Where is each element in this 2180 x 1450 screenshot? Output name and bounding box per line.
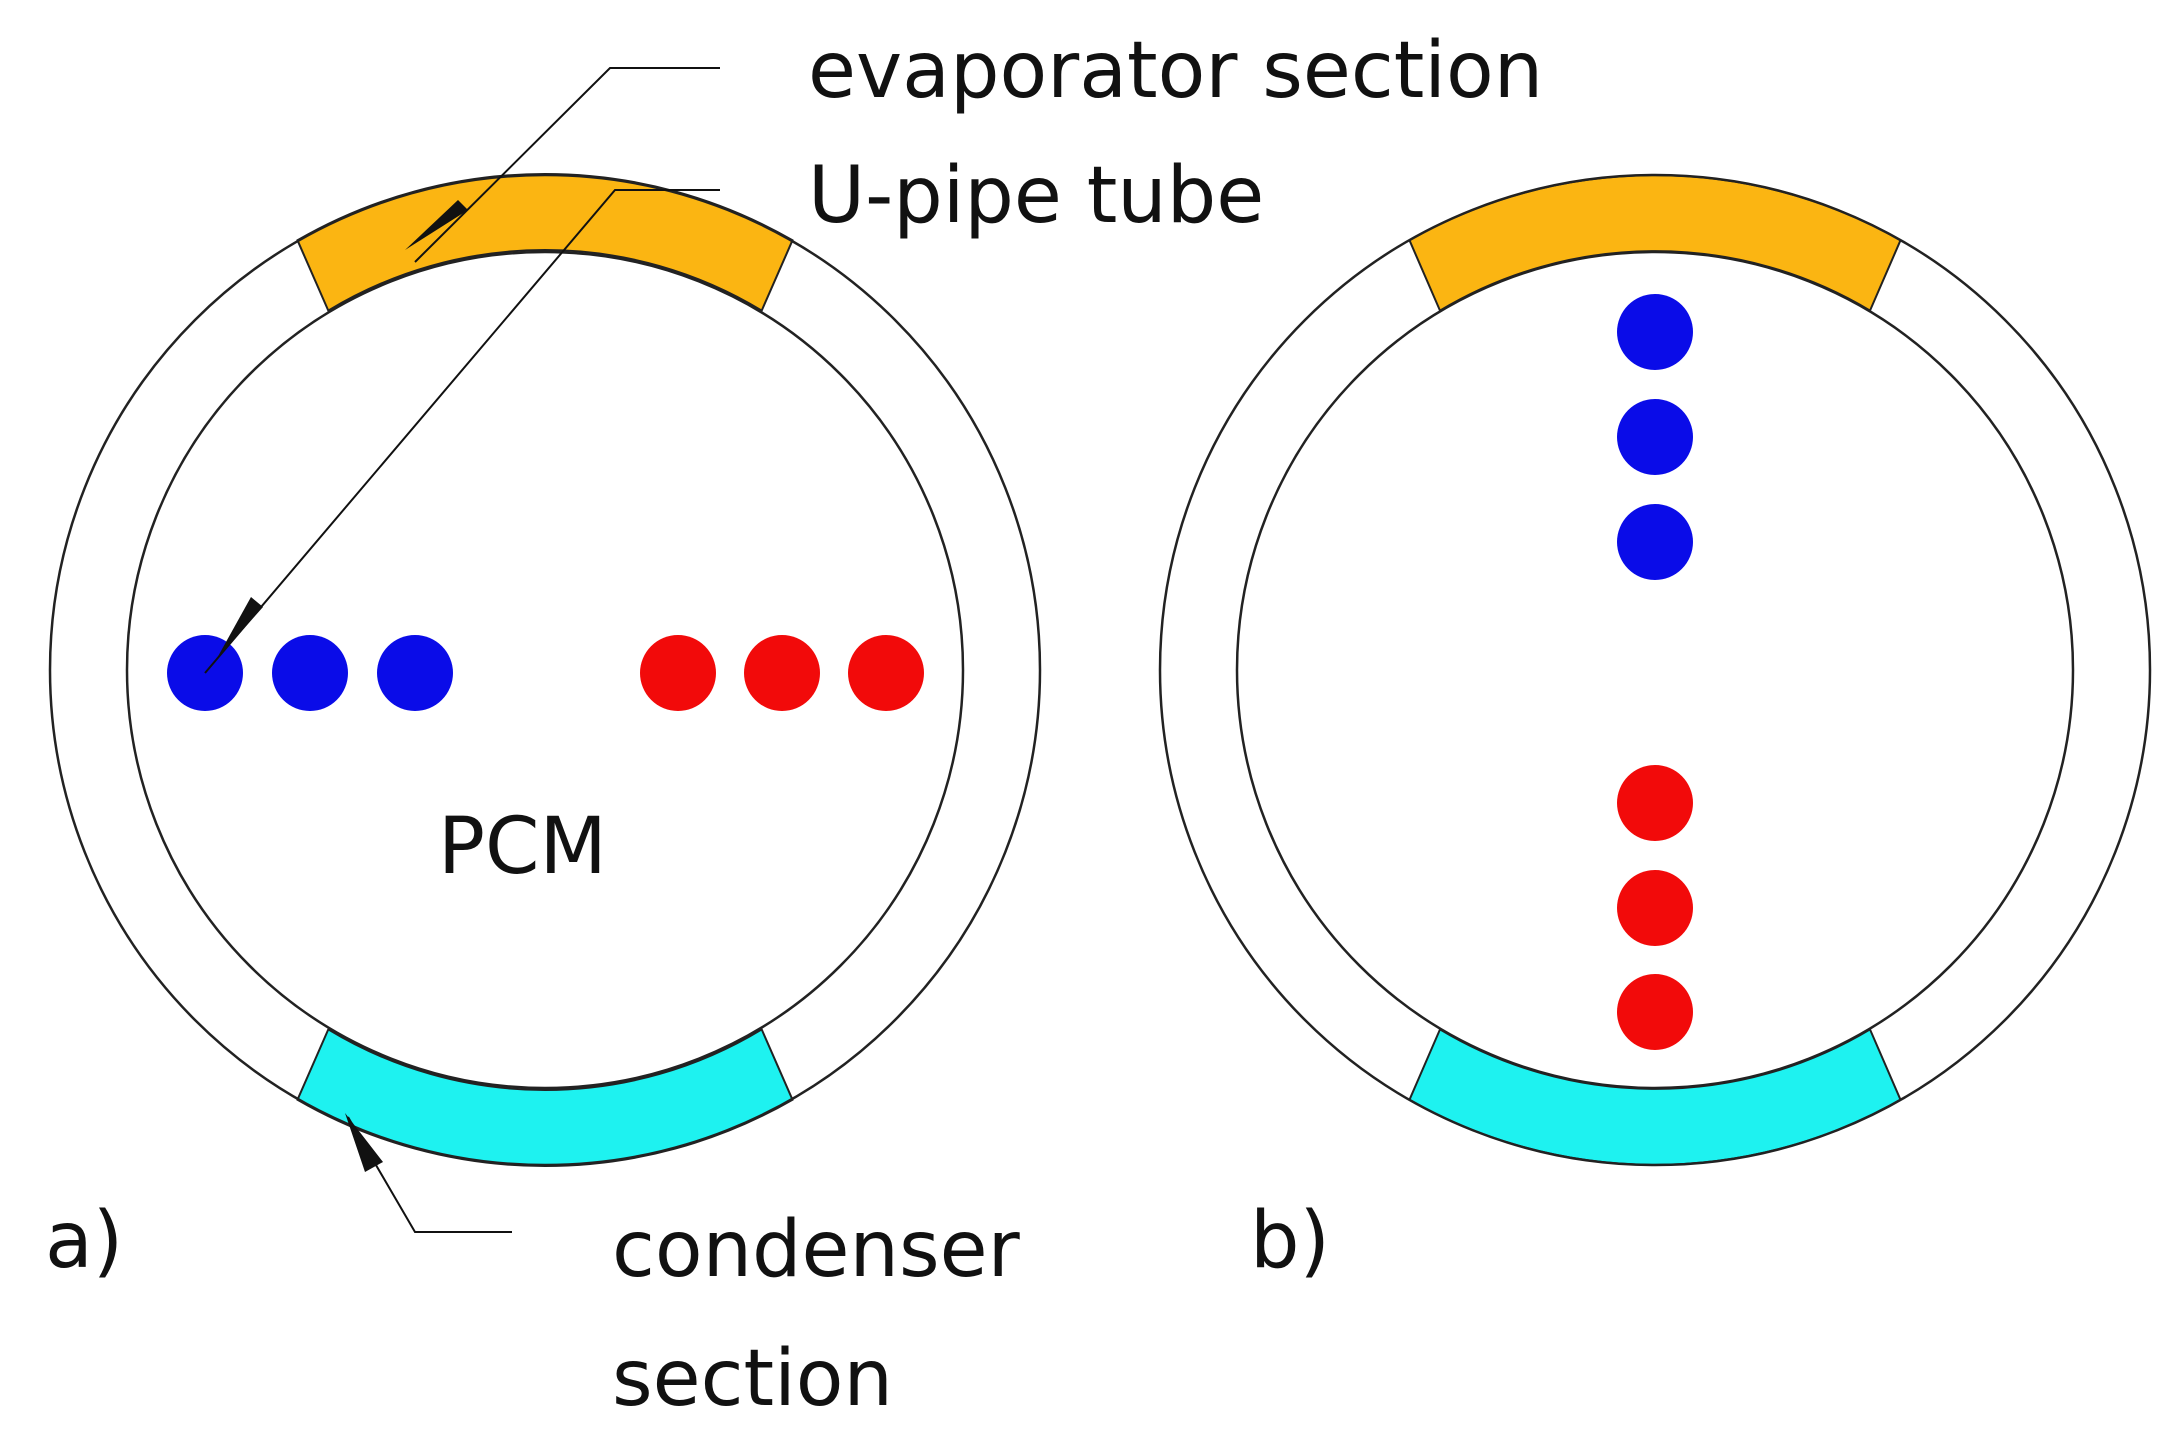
upipe-arrowhead-icon — [216, 597, 263, 660]
cold-tube-b-1 — [1617, 294, 1693, 370]
upipe-leader — [204, 189, 720, 674]
cold-tube-b-3 — [1617, 504, 1693, 580]
hot-tube-b-2 — [1617, 870, 1693, 946]
outer-wall-a — [48, 173, 1042, 1167]
condenser-label-line2: section — [612, 1334, 893, 1424]
panel-b-label: b) — [1250, 1196, 1330, 1286]
panel-a — [48, 67, 1042, 1233]
condenser-label-line1: condenser — [612, 1205, 1021, 1295]
cold-tube-a-3 — [377, 635, 453, 711]
u-pipe-tube-label: U-pipe tube — [808, 151, 1264, 241]
inner-wall-b — [1235, 250, 2075, 1090]
panel-a-label: a) — [45, 1196, 123, 1286]
hot-tube-b-1 — [1617, 765, 1693, 841]
condenser-leader — [345, 1113, 512, 1233]
outer-wall-b — [1158, 173, 2152, 1167]
evaporator-arrowhead-icon — [405, 200, 468, 250]
inner-wall-a — [125, 250, 965, 1090]
hot-tube-a-2 — [744, 635, 820, 711]
hot-tube-a-1 — [640, 635, 716, 711]
panel-b — [1158, 173, 2152, 1167]
cold-tube-a-2 — [272, 635, 348, 711]
condenser-arrowhead-icon — [345, 1113, 383, 1172]
evaporator-section-label: evaporator section — [808, 26, 1543, 116]
pcm-label: PCM — [438, 802, 607, 892]
hot-tube-a-3 — [848, 635, 924, 711]
hot-tube-b-3 — [1617, 974, 1693, 1050]
evaporator-leader — [405, 67, 720, 263]
cold-tube-b-2 — [1617, 399, 1693, 475]
